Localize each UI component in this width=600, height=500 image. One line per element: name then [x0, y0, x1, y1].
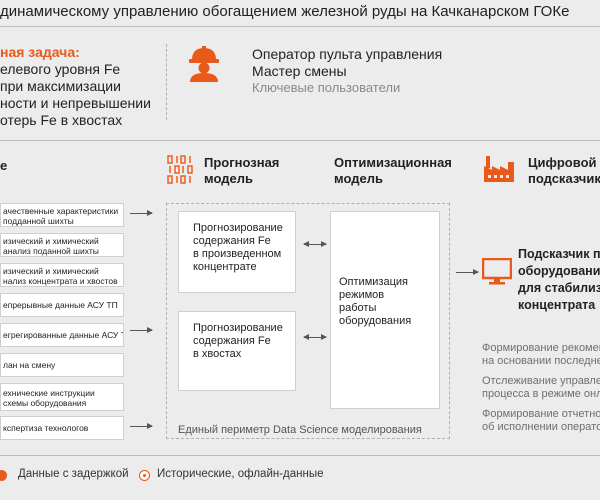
legend-historical: Исторические, офлайн-данные: [157, 468, 324, 480]
advisor-header-line: Цифровой: [528, 155, 597, 170]
task-line: при максимизации: [0, 78, 121, 94]
legend-divider: [0, 455, 600, 456]
forecast-header-line: Прогнозная: [204, 155, 280, 170]
data-science-perimeter: [166, 203, 450, 439]
worker-helmet-icon: [189, 46, 219, 82]
users-caption: Ключевые пользователи: [252, 80, 401, 95]
forecast-header-line: модель: [204, 171, 253, 186]
advisor-header-line: подсказчик: [528, 171, 600, 186]
delayed-data-marker: [0, 470, 7, 481]
page-title: динамическому управлению обогащением жел…: [0, 3, 570, 20]
section-divider: [166, 44, 167, 120]
input-arrow: [130, 423, 153, 429]
input-source-item: лан на смену: [0, 353, 124, 377]
optimization-header-line: модель: [334, 171, 383, 186]
historical-data-marker-dot: [143, 474, 146, 477]
input-arrow: [130, 210, 153, 216]
optimization-header-line: Оптимизационная: [334, 155, 452, 170]
factory-icon: [484, 156, 514, 182]
output-arrow: [456, 269, 479, 275]
inputs-header: е: [0, 158, 8, 173]
bidirectional-arrow: [303, 241, 327, 247]
task-line: отерь Fe в хвостах: [0, 112, 123, 128]
task-line: елевого уровня Fe: [0, 61, 121, 77]
input-source-item: егрегированные данные АСУ ТП: [0, 323, 124, 347]
user-shift-master: Мастер смены: [252, 63, 347, 79]
legend-delayed: Данные с задержкой: [18, 468, 129, 480]
user-operator: Оператор пульта управления: [252, 46, 443, 62]
perimeter-label: Единый периметр Data Science моделирован…: [178, 424, 422, 436]
input-source-item: епрерывные данные АСУ ТП: [0, 293, 124, 317]
task-title: ная задача:: [0, 44, 80, 60]
title-divider: [0, 26, 600, 27]
binary-data-icon: [167, 155, 193, 184]
advisor-feature: Формирование рекомендана основании после…: [482, 342, 600, 367]
section-divider: [0, 140, 600, 141]
advisor-title: Подсказчик п оборудовании для стабилиз к…: [518, 247, 600, 312]
bidirectional-arrow: [303, 334, 327, 340]
input-source-item: кспертиза технологов: [0, 416, 124, 440]
task-line: ности и непревышении: [0, 95, 151, 111]
monitor-icon: [482, 258, 512, 285]
input-arrow: [130, 327, 153, 333]
advisor-feature: Отслеживание управленипроцесса в режиме …: [482, 375, 600, 400]
